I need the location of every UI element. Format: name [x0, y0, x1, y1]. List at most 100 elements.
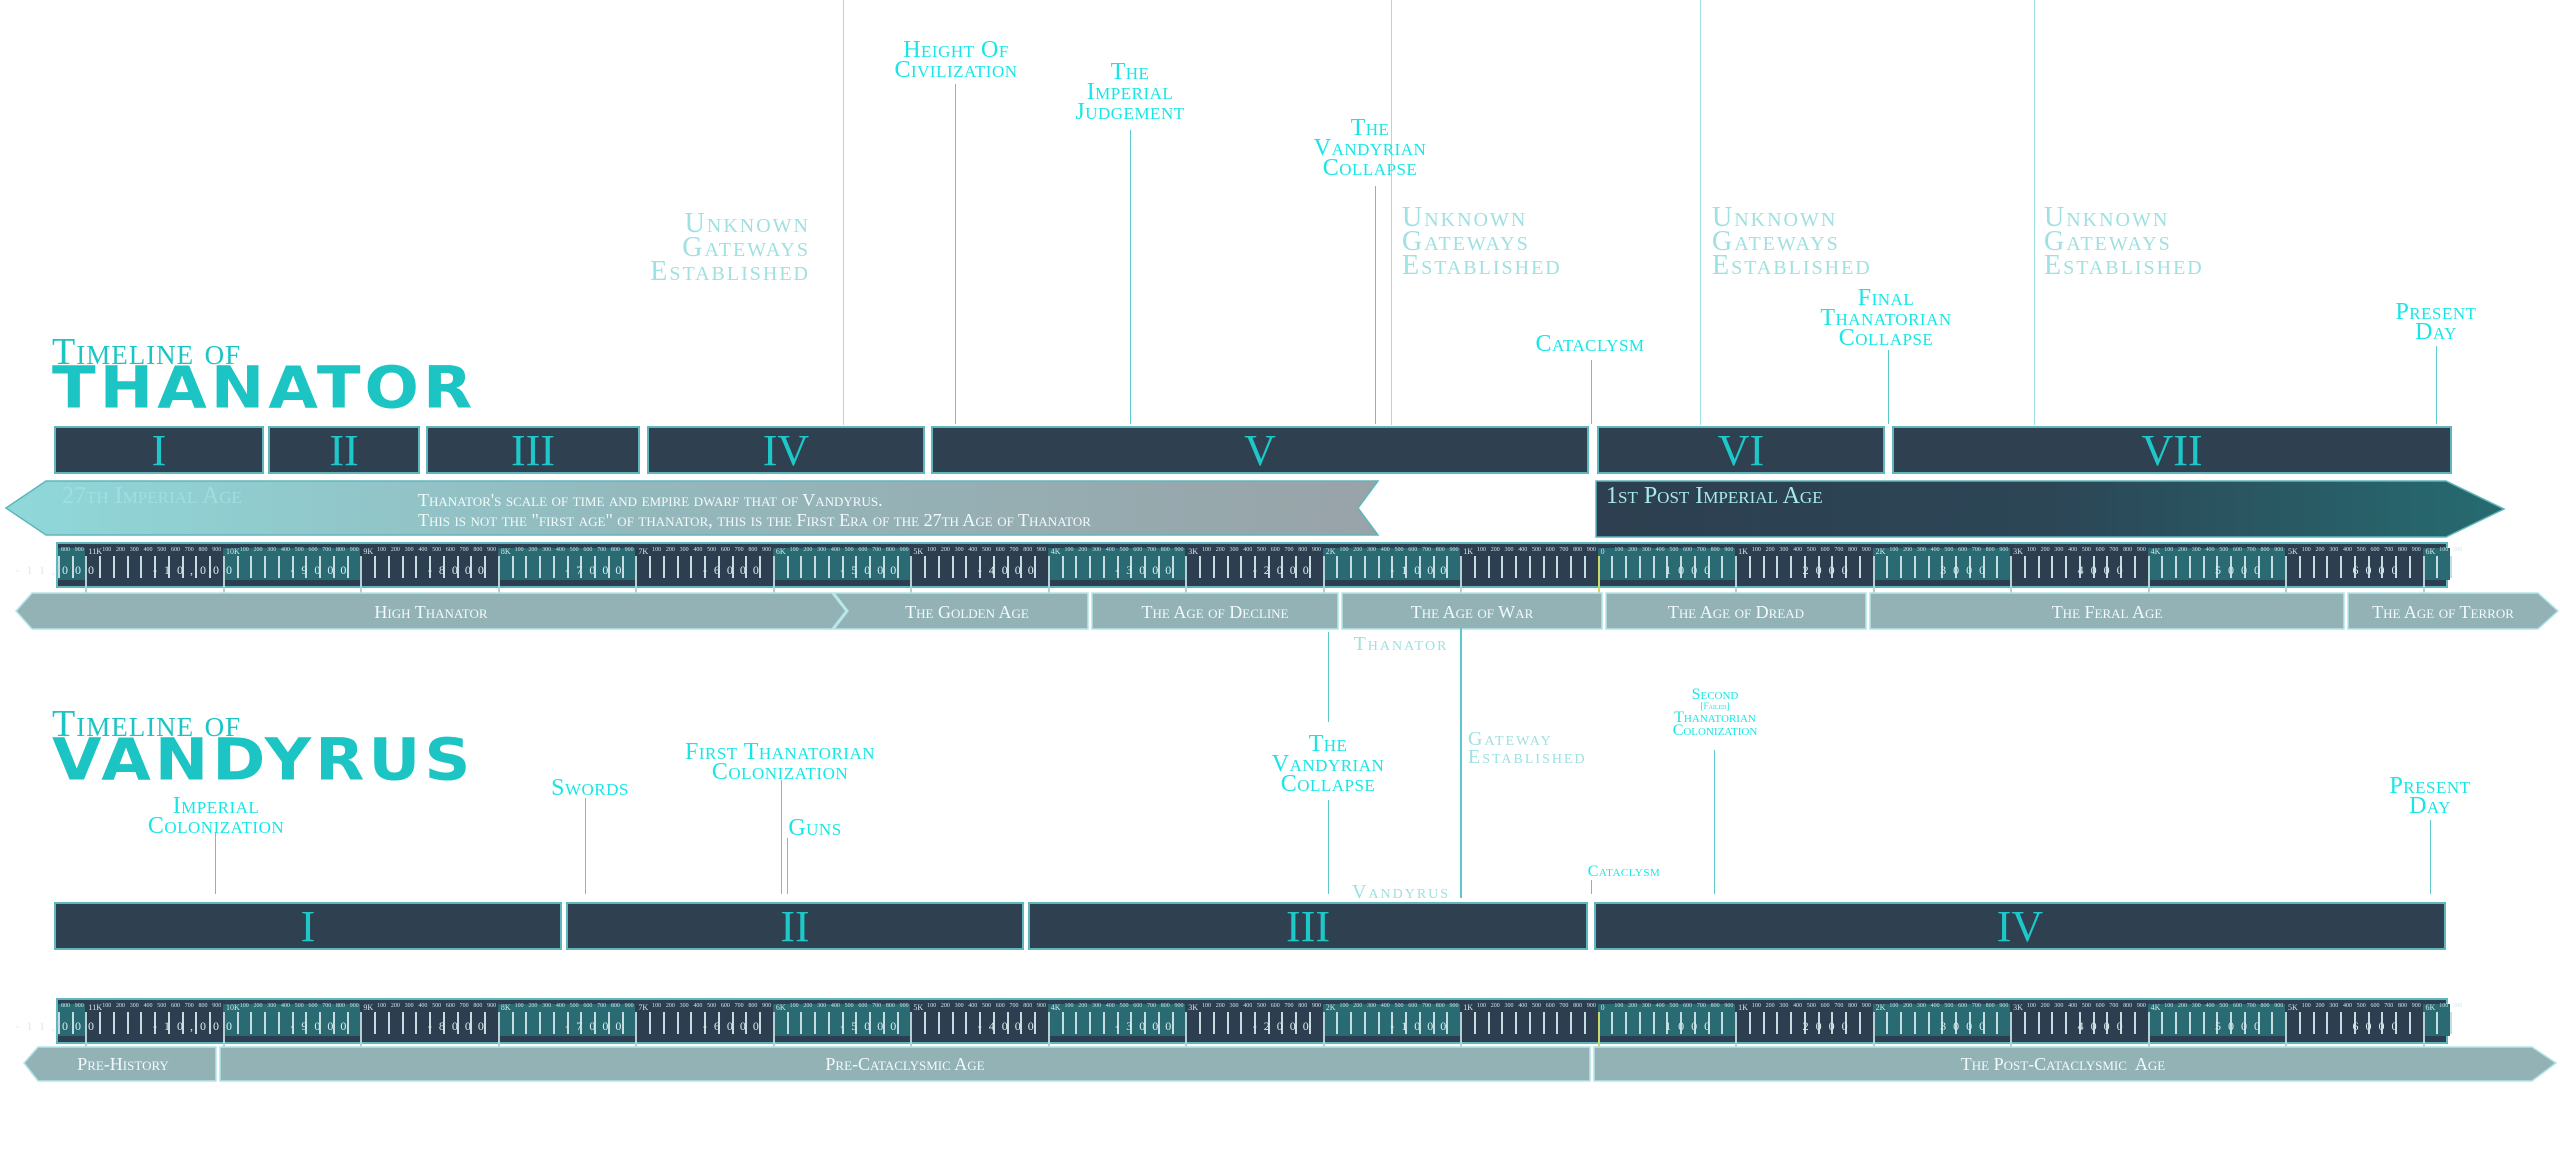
ruler-tick-label: 600	[858, 1003, 868, 1009]
ruler-tick-label: 300	[679, 547, 689, 553]
ruler-minor-tick	[1776, 556, 1779, 578]
ruler-minor-tick	[1886, 1012, 1889, 1034]
age-label-dread: The Age of Dread	[1667, 602, 1805, 622]
ruler-tick-label: 200	[115, 547, 125, 553]
ruler-tick-label: 700	[1834, 547, 1844, 553]
ruler-minor-tick	[442, 1012, 445, 1034]
ruler-tick-label: 700	[734, 1003, 744, 1009]
event-line	[2436, 346, 2437, 424]
ruler-tick-label: 900	[2411, 1003, 2421, 1009]
ruler-tick-label: 200	[1765, 547, 1775, 553]
ruler-tick-label: 200	[2178, 1003, 2188, 1009]
ruler-tick-label: 100	[102, 1003, 112, 1009]
ruler-tick-label: 6K	[2425, 1003, 2436, 1012]
ruler-tick-label: 700	[322, 547, 332, 553]
ruler-tick-label: 500	[569, 547, 579, 553]
ruler-minor-tick	[1762, 1012, 1765, 1034]
ruler-major-tick	[497, 1012, 500, 1050]
event-second-colonization: Second [Failed] Thanatorian Colonization	[1640, 687, 1790, 739]
ruler-tick-label: 500	[2219, 547, 2229, 553]
ruler-minor-tick	[2023, 556, 2026, 578]
event-line	[1375, 186, 1376, 424]
ruler-minor-tick	[1157, 556, 1160, 578]
ruler-minor-tick	[1927, 1012, 1930, 1034]
ruler-tick-label: 500	[294, 547, 304, 553]
ruler-minor-tick	[1061, 1012, 1064, 1034]
event-line	[215, 832, 216, 894]
event-line	[1888, 350, 1889, 424]
ruler-tick-label: 700	[1147, 1003, 1157, 1009]
ruler-tick-label: 600	[1820, 1003, 1830, 1009]
ruler-tick-label: 700	[459, 547, 469, 553]
ruler-tick-label: 700	[1971, 1003, 1981, 1009]
ruler-tick-label: 600	[1545, 547, 1555, 553]
ruler-tick-label: 600	[170, 547, 180, 553]
ruler-minor-tick	[2202, 1012, 2205, 1034]
ruler-major-tick	[910, 556, 913, 594]
ruler-tick-label: 900	[899, 547, 909, 553]
ruler-minor-tick	[511, 556, 514, 578]
ruler-tick-label: 100	[2026, 547, 2036, 553]
ruler-tick-label: 800	[610, 1003, 620, 1009]
ruler-minor-tick	[690, 1012, 693, 1034]
ruler-tick-label: 500	[1531, 547, 1541, 553]
ruler-major-tick	[635, 1012, 638, 1050]
ruler-tick-label: 600	[1683, 1003, 1693, 1009]
ruler-minor-tick	[2065, 1012, 2068, 1034]
ruler-year-label: -2000	[1252, 563, 1316, 577]
ruler-tick-label: 300	[2054, 547, 2064, 553]
ruler-tick-label: 300	[1229, 547, 1239, 553]
ruler-segment	[2422, 1004, 2450, 1036]
ruler-minor-tick	[1790, 1012, 1793, 1034]
thanator-banner-right	[1595, 480, 2506, 538]
ruler-tick-label: 300	[2329, 1003, 2339, 1009]
ruler-tick-label: 200	[1903, 547, 1913, 553]
ruler-tick-label: 400	[1243, 1003, 1253, 1009]
ruler-minor-tick	[800, 556, 803, 578]
ruler-minor-tick	[951, 556, 954, 578]
ruler-tick-label: 100	[1614, 547, 1624, 553]
ruler-tick-label: 600	[2095, 547, 2105, 553]
ruler-tick-label: 500	[569, 1003, 579, 1009]
ruler-tick-label: 500	[1669, 547, 1679, 553]
ruler-minor-tick	[2051, 1012, 2054, 1034]
ruler-tick-label: 200	[1215, 547, 1225, 553]
ruler-minor-tick	[1377, 556, 1380, 578]
ruler-tick-label: 700	[1971, 547, 1981, 553]
age-label-precataclysmic: Pre-Cataclysmic Age	[825, 1054, 985, 1074]
ruler-tick-label: 700	[1421, 547, 1431, 553]
ruler-tick-label: 400	[555, 547, 565, 553]
ruler-minor-tick	[1199, 556, 1201, 578]
ruler-minor-tick	[924, 1012, 927, 1034]
ruler-minor-tick	[731, 556, 734, 578]
ruler-minor-tick	[1075, 1012, 1078, 1034]
ruler-minor-tick	[1144, 556, 1147, 578]
ruler-tick-label: 11K	[88, 1003, 102, 1012]
ruler-minor-tick	[2395, 556, 2397, 578]
ruler-minor-tick	[1501, 1012, 1504, 1034]
banner-right-shape	[1595, 480, 2506, 538]
ruler-minor-tick	[126, 1012, 129, 1034]
ruler-tick-label: 900	[1999, 1003, 2009, 1009]
ruler-year-label: -3000	[1115, 1019, 1179, 1033]
ruler-minor-tick	[841, 556, 844, 578]
link-gateway-label: Gateway Established	[1468, 728, 1587, 768]
ruler-minor-tick	[1831, 556, 1834, 578]
ruler-minor-tick	[387, 556, 390, 578]
ruler-minor-tick	[374, 1012, 377, 1034]
ruler-minor-tick	[1226, 1012, 1229, 1034]
ruler-minor-tick	[1556, 1012, 1559, 1034]
ruler-minor-tick	[346, 556, 349, 578]
ruler-minor-tick	[470, 556, 473, 578]
ruler-minor-tick	[1254, 556, 1256, 578]
ruler-minor-tick	[1611, 556, 1614, 578]
event-first-colonization: First Thanatorian Colonization	[684, 739, 876, 785]
ruler-tick-label: 0	[1600, 547, 1605, 556]
ruler-minor-tick	[387, 1012, 390, 1034]
ruler-year-label: 3000	[1940, 563, 1993, 577]
ruler-tick-label: 400	[1380, 547, 1390, 553]
ruler-tick-label: 700	[184, 547, 194, 553]
ruler-tick-label: 900	[74, 1003, 84, 1009]
ruler-tick-label: 400	[1105, 1003, 1115, 1009]
ruler-tick-label: 700	[322, 1003, 332, 1009]
